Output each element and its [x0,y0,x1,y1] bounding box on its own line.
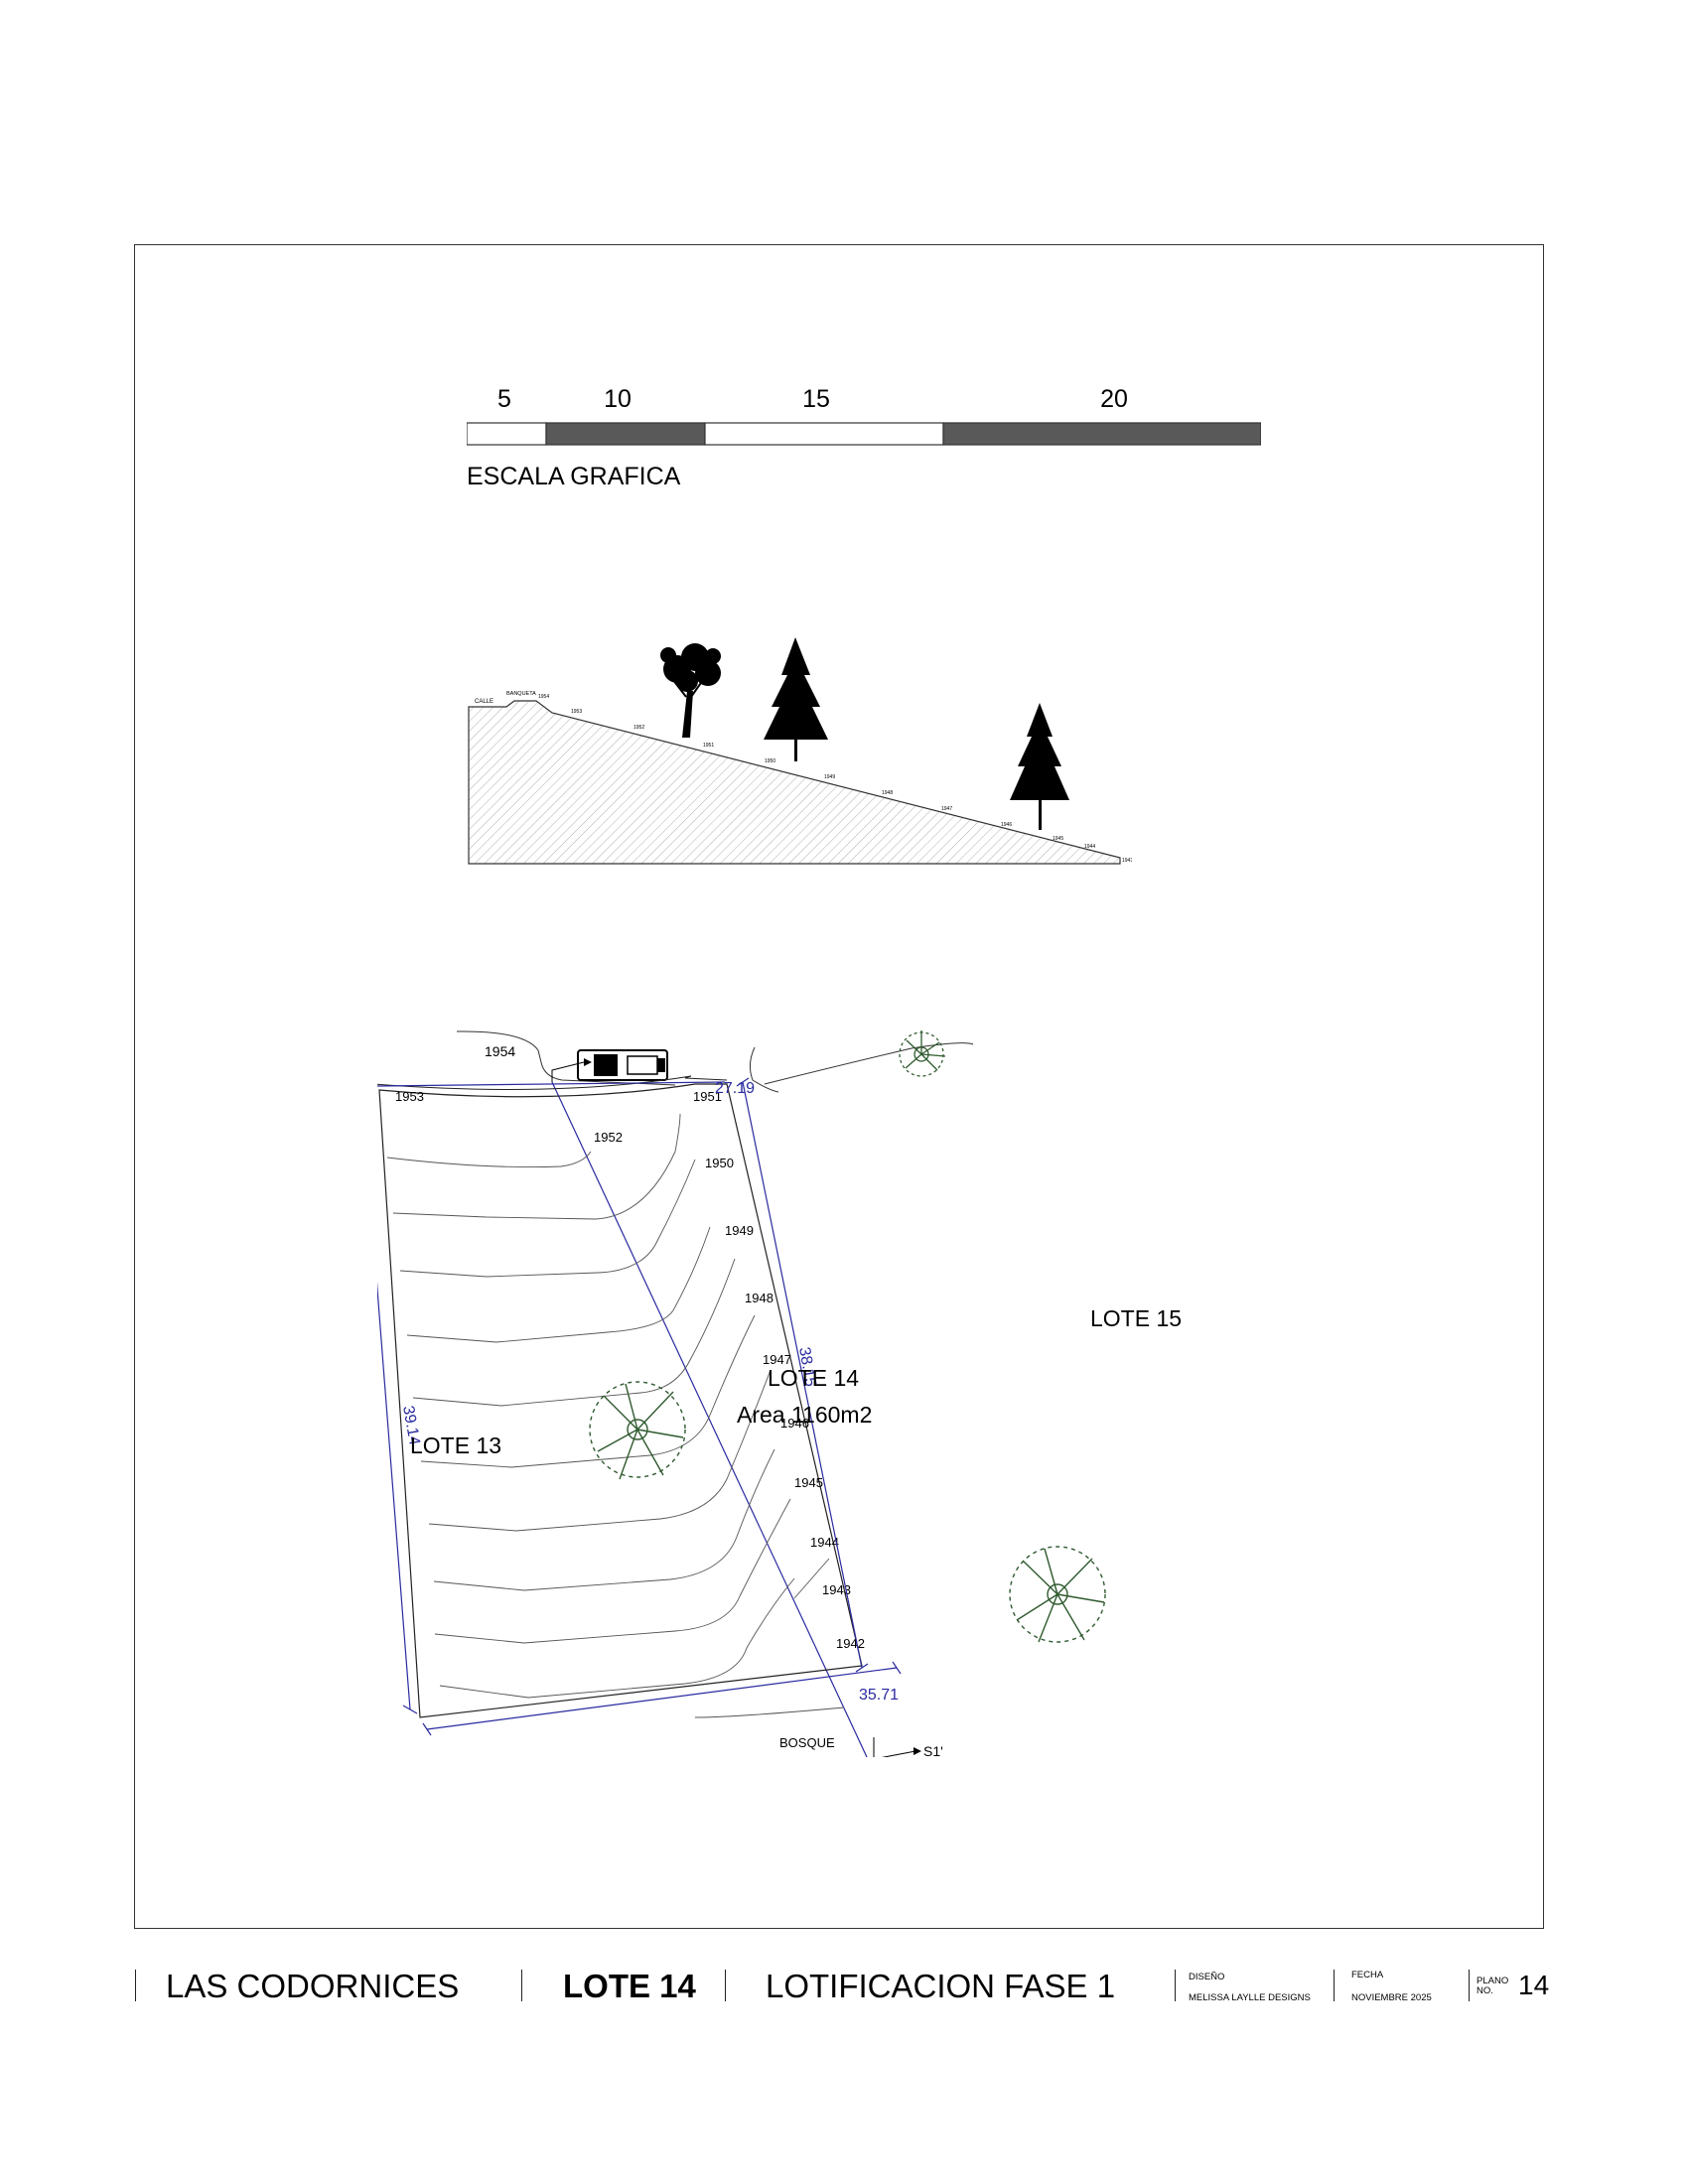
scale-label: ESCALA GRAFICA [467,463,681,490]
tree-plan-icon [899,1030,946,1077]
dim-left: 39.14 [399,1405,423,1446]
scale-tick-10: 10 [604,385,632,413]
drawing-frame [134,244,1544,1929]
project-name: LAS CODORNICES [166,1968,460,2004]
terrain-profile: CALLE BANQUETA 1954 1953 1952 1951 1950 … [468,637,1132,865]
lot-area: Area 1160m2 [737,1402,872,1428]
contour-1952: 1952 [594,1130,623,1145]
contour-1949: 1949 [725,1223,754,1238]
profile-elev-1943: 1943 [1122,858,1132,864]
scale-segment-4 [942,422,1261,446]
profile-elev-1948: 1948 [882,790,893,796]
dim-top: 27.19 [715,1080,755,1097]
title-divider [521,1970,522,2001]
road-edge [764,1042,974,1085]
contour-1950: 1950 [705,1156,734,1170]
tree-plan-icon [1009,1546,1106,1643]
contour-1948: 1948 [745,1291,774,1305]
lot-name: LOTE 14 [768,1365,859,1391]
title-block: LAS CODORNICES LOTE 14 LOTIFICACION FASE… [134,1966,1549,2015]
lot-title: LOTE 14 [563,1968,696,2004]
profile-elev-1944: 1944 [1084,844,1095,850]
section-start-label: S1 [594,1054,611,1070]
plan-label-2: NO. [1477,1985,1493,1996]
phase-title: LOTIFICACION FASE 1 [766,1968,1116,2004]
bottom-boundary-label: BOSQUE [779,1735,835,1750]
scale-tick-15: 15 [802,385,830,413]
title-divider [1175,1970,1176,2001]
tree-plan-icon [589,1381,686,1480]
title-divider [1469,1970,1470,2001]
profile-elev-1945: 1945 [1053,836,1063,842]
scale-tick-5: 5 [497,385,511,413]
dim-right: 38.15 [795,1346,819,1388]
plan-number: 14 [1518,1970,1550,2000]
street-elevation: 1954 [485,1043,515,1059]
ground-section [468,700,1121,865]
date-value: NOVIEMBRE 2025 [1351,1992,1432,2003]
road-edge [456,1030,676,1086]
conifer-tree-icon [764,637,828,761]
profile-elev-1950: 1950 [765,758,775,764]
dimension-lines [377,1077,902,1736]
contour-1947: 1947 [763,1352,791,1367]
section-arrow-top [584,1058,592,1066]
lot-plan: 1954 S1 S1' 1953 1952 1951 1950 1 [377,1030,1182,1757]
contour-1951: 1951 [693,1089,722,1104]
profile-elev-1946: 1946 [1001,822,1012,828]
dim-bottom: 35.71 [859,1687,899,1704]
profile-elev-1947: 1947 [941,806,952,812]
design-value: MELISSA LAYLLE DESIGNS [1189,1992,1311,2003]
profile-elev-1952: 1952 [633,725,644,731]
title-divider [1334,1970,1335,2001]
scale-tick-20: 20 [1100,385,1128,413]
contour-1942: 1942 [836,1636,865,1651]
profile-elev-1954: 1954 [538,694,549,700]
road-edge [749,1046,779,1093]
vehicle-icon [577,1049,668,1081]
contour-1953: 1953 [395,1089,424,1104]
section-arrow-bottom [914,1747,921,1755]
contour-1945: 1945 [794,1475,823,1490]
section-marker-top [551,1061,585,1082]
contour-lines [386,1113,845,1718]
scale-segment-3 [704,422,944,446]
contour-1944: 1944 [810,1535,839,1550]
graphic-scale: 5 10 15 20 ESCALA GRAFICA [467,385,1261,490]
conifer-tree-icon [1010,703,1069,830]
lot-inner-boundary [377,1075,728,1090]
broadleaf-tree-icon [660,643,721,738]
neighbor-lot-right: LOTE 15 [1090,1305,1182,1331]
section-end-label: S1' [923,1743,943,1757]
section-line [551,1081,868,1757]
title-divider [725,1970,726,2001]
contour-1946: 1946 [780,1416,809,1431]
design-label: DISEÑO [1189,1972,1225,1982]
profile-elev-1953: 1953 [571,709,582,715]
section-marker-bottom [873,1737,916,1757]
street-label: CALLE [475,699,493,705]
date-label: FECHA [1351,1970,1384,1980]
lot-boundary [378,1083,863,1718]
contour-1943: 1943 [822,1582,851,1597]
scale-segment-1 [467,422,547,446]
plan-label-1: PLANO [1477,1976,1509,1986]
profile-elev-1951: 1951 [703,743,714,749]
neighbor-lot-left: LOTE 13 [410,1433,501,1458]
title-divider [135,1970,136,2001]
scale-segment-2 [545,422,706,446]
profile-elev-1949: 1949 [824,774,835,780]
sidewalk-label: BANQUETA [506,691,536,697]
